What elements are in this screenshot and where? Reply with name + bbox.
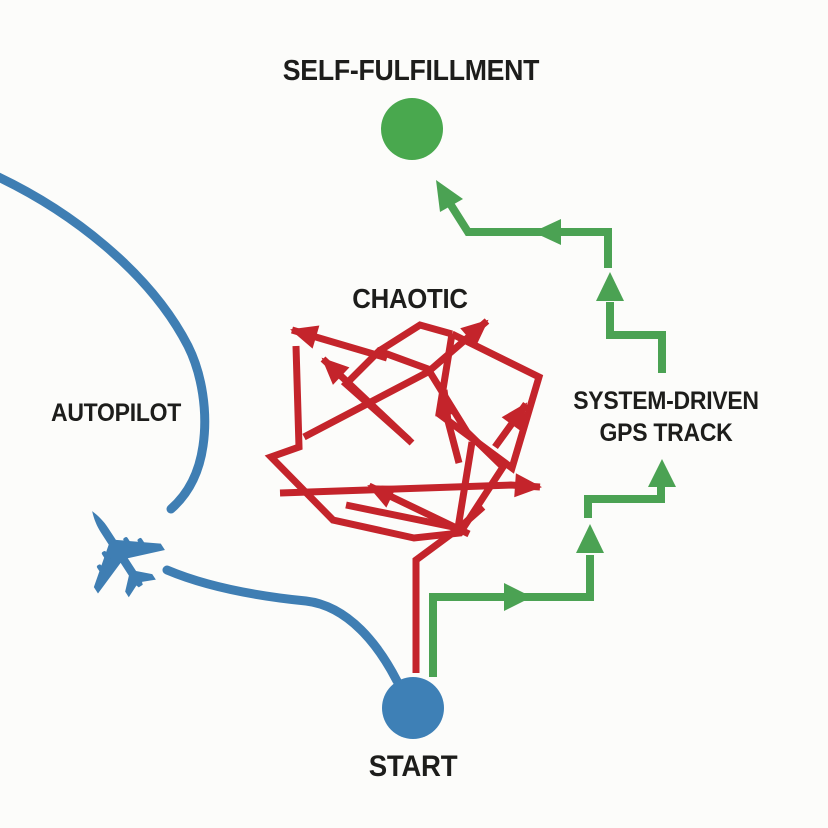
green-arrow-up-icon bbox=[596, 272, 624, 301]
chaotic-arrow-upright-small bbox=[492, 401, 529, 450]
chaotic-start-line bbox=[412, 504, 486, 673]
chaotic-arrow-upleft bbox=[290, 325, 388, 362]
autopilot-label: AUTOPILOT bbox=[50, 399, 181, 427]
chaotic-arrow-right bbox=[279, 473, 542, 498]
green-arrow-left-icon bbox=[533, 219, 561, 245]
airplane-engine bbox=[137, 538, 147, 549]
chaotic-arrow-left bbox=[367, 482, 471, 538]
autopilot-curve-upper bbox=[0, 172, 210, 514]
start-node bbox=[382, 677, 444, 739]
airplane-icon bbox=[92, 511, 165, 598]
chaotic-scribble bbox=[264, 318, 544, 673]
start-label: START bbox=[368, 750, 458, 783]
chaotic-label: CHAOTIC bbox=[352, 283, 468, 314]
airplane-body bbox=[92, 511, 165, 598]
gps-segment-3 bbox=[606, 302, 666, 373]
gps-track-label: SYSTEM-DRIVEN GPS TRACK bbox=[546, 385, 785, 449]
green-arrow-up-icon bbox=[576, 524, 604, 553]
gps-segment-2 bbox=[584, 486, 665, 518]
autopilot-path bbox=[0, 172, 402, 686]
gps-track-label-line1: SYSTEM-DRIVEN bbox=[573, 387, 759, 415]
airplane-engine bbox=[96, 564, 106, 576]
gps-track-label-line2: GPS TRACK bbox=[599, 419, 733, 447]
chaotic-arrow-up-center bbox=[435, 388, 463, 464]
green-arrow-upleft-icon bbox=[436, 180, 463, 212]
chaotic-diamond bbox=[435, 330, 544, 474]
gps-track-arrowheads bbox=[436, 180, 676, 611]
green-arrow-right-icon bbox=[504, 583, 532, 611]
self-fulfillment-node bbox=[381, 98, 443, 160]
autopilot-curve-lower bbox=[162, 565, 402, 686]
chaotic-line bbox=[377, 321, 453, 354]
self-fulfillment-label: SELF-FULFILLMENT bbox=[282, 55, 540, 87]
green-arrow-up-icon bbox=[648, 459, 676, 487]
airplane-engine bbox=[123, 537, 133, 548]
chaotic-arrow-upright bbox=[302, 318, 490, 441]
airplane-engine bbox=[101, 551, 111, 562]
